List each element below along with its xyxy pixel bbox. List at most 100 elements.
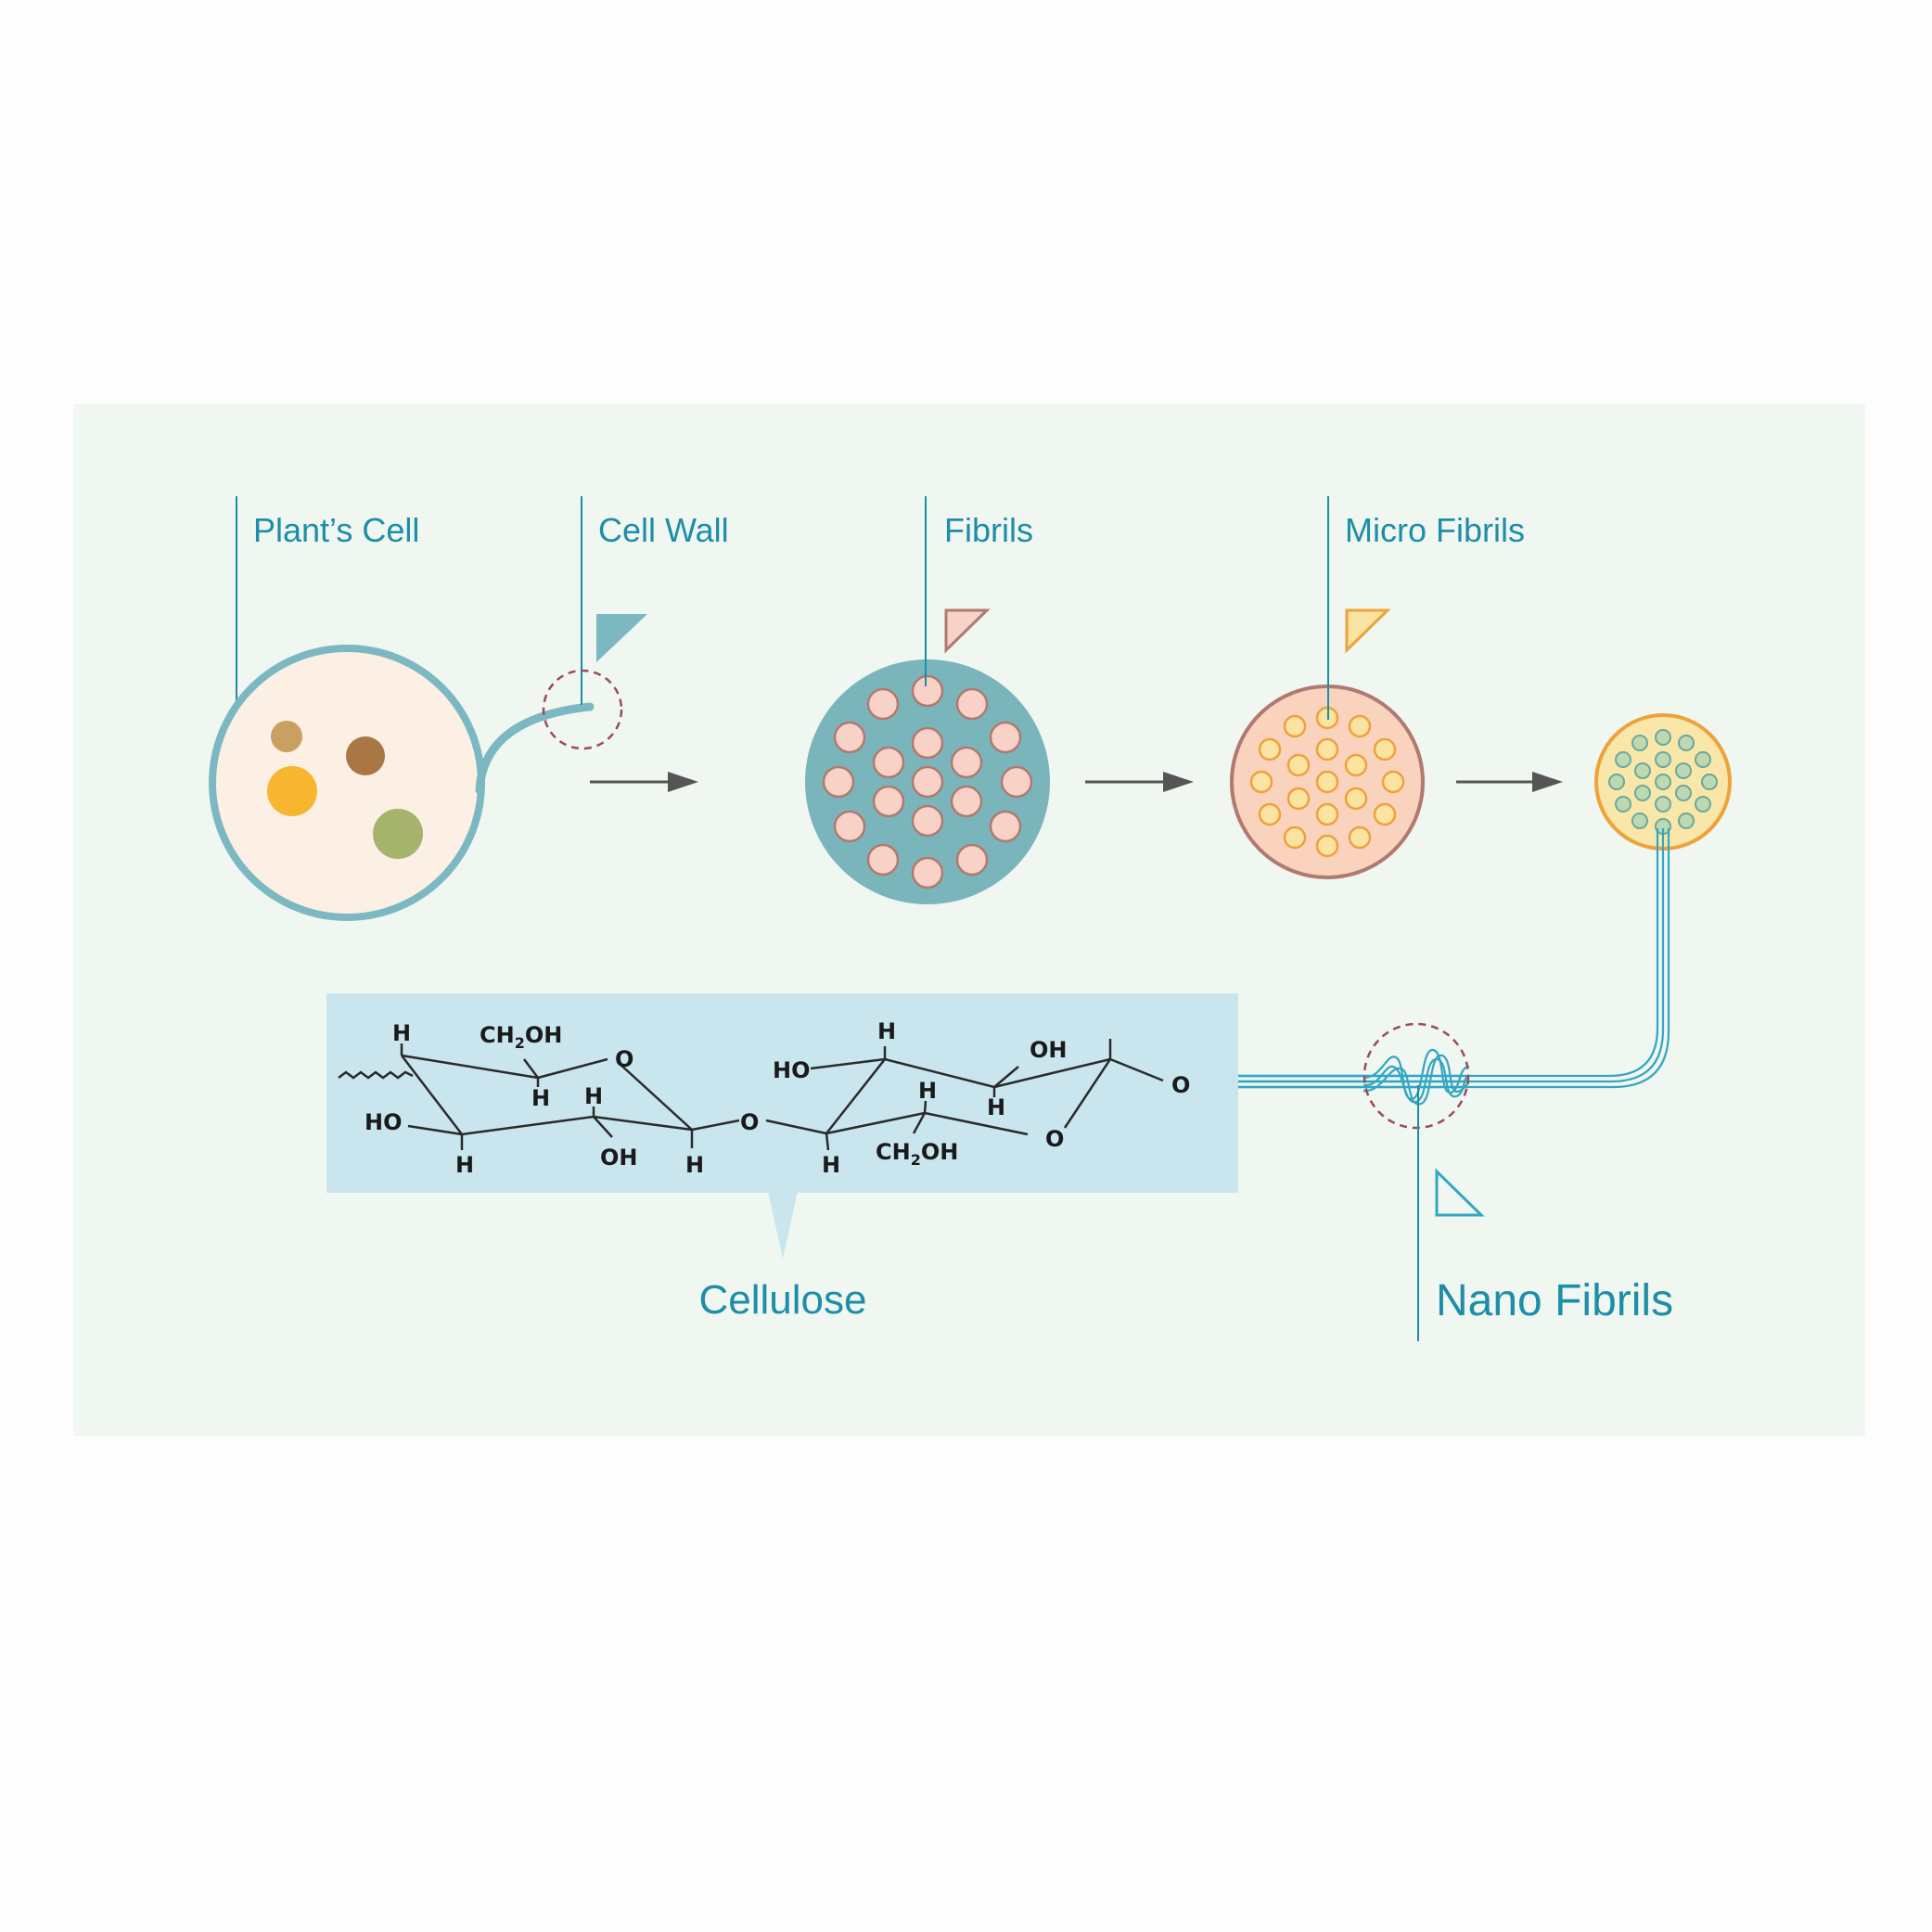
atom-o-terminal: O — [1171, 1072, 1190, 1098]
fibrils-stage: Fibrils — [805, 496, 1050, 904]
fibril-dot — [833, 810, 866, 843]
nano-fibril-dot — [1631, 735, 1648, 751]
fibril-dot — [911, 804, 944, 838]
fibril-dot — [989, 810, 1022, 843]
micro-fibril-dot — [1373, 802, 1397, 826]
micro-fibril-dot — [1315, 802, 1339, 826]
nano-fibril-dot — [1695, 751, 1711, 768]
nano-fiber-strands — [1200, 828, 1670, 1089]
organelle-green — [373, 809, 423, 859]
atom-o-ring-1: O — [615, 1046, 633, 1072]
nano-fibril-dot — [1701, 774, 1718, 790]
cell-wall-triangle-icon — [596, 614, 647, 662]
fibril-dot — [866, 687, 900, 721]
atom-h: H — [455, 1152, 474, 1178]
nano-fibril-dot — [1678, 735, 1695, 751]
plant-cell-circle — [209, 645, 485, 921]
nano-fibril-dot — [1675, 785, 1692, 801]
nano-fibrils-label: Nano Fibrils — [1436, 1276, 1673, 1325]
micro-fibril-dot — [1286, 787, 1311, 811]
atom-h: H — [685, 1152, 704, 1178]
nano-zoom-circle — [1363, 1022, 1470, 1130]
nano-fibril-dot — [1615, 751, 1631, 768]
fibril-dot — [955, 687, 989, 721]
atom-h: H — [584, 1083, 603, 1109]
cell-wall-zoom-circle — [542, 669, 623, 750]
fibril-dot — [866, 843, 900, 876]
fibril-dot — [1000, 765, 1033, 799]
micro-fibril-dot — [1286, 753, 1311, 777]
atom-h: H — [822, 1152, 840, 1178]
nano-fibril-dot — [1655, 729, 1671, 746]
plant-cell-label: Plant’s Cell — [253, 511, 419, 549]
fibril-dot — [950, 785, 983, 818]
fibril-dot — [911, 765, 944, 799]
micro-fibril-dot — [1258, 802, 1282, 826]
organelle-yellow — [267, 766, 317, 816]
fibril-dots — [822, 674, 1033, 889]
micro-fibril-dot — [1315, 770, 1339, 794]
micro-fibril-dot — [1283, 714, 1307, 738]
fibril-dot — [911, 856, 944, 889]
cellulose-structure-atoms: H CH2OH H O H HO H OH H O HO H H H CH2OH… — [365, 1018, 1190, 1178]
micro-fibril-dot — [1373, 737, 1397, 761]
fibrils-triangle-icon — [944, 608, 991, 654]
atom-h: H — [877, 1018, 896, 1044]
organelle-brown — [346, 736, 385, 775]
fibril-dot — [822, 765, 855, 799]
nano-fibril-dot — [1655, 774, 1671, 790]
nano-fibril-dot — [1634, 785, 1651, 801]
fibril-dot — [833, 721, 866, 754]
atom-h: H — [918, 1078, 937, 1104]
cellulose-structure-bonds — [338, 1039, 1164, 1151]
cellulose-callout-pointer — [768, 1192, 798, 1259]
cellulose-box — [326, 993, 1238, 1193]
nano-fibrils-zoom: Nano Fibrils — [1363, 1022, 1673, 1341]
nano-fibril-dot — [1695, 796, 1711, 812]
arrow-1 — [590, 772, 698, 792]
atom-h: H — [531, 1085, 550, 1111]
atom-oh-2: OH — [1030, 1037, 1068, 1063]
nano-fibril-dot — [1675, 762, 1692, 779]
plant-cell-stage: Plant’s Cell — [209, 496, 595, 921]
micro-fibril-dot — [1344, 787, 1368, 811]
micro-fibril-dot — [1315, 737, 1339, 761]
micro-fibril-dot — [1381, 770, 1405, 794]
cell-wall-stage: Cell Wall — [542, 496, 729, 750]
micro-fibril-dots — [1249, 706, 1405, 858]
atom-ho-2: HO — [773, 1057, 811, 1083]
fibril-dot — [955, 843, 989, 876]
atom-ho-1: HO — [365, 1109, 403, 1135]
micro-fibril-dot — [1283, 825, 1307, 850]
micro-fibrils-triangle-icon — [1345, 608, 1391, 654]
atom-ch2oh-1: CH2OH — [480, 1022, 562, 1052]
arrow-3 — [1456, 772, 1563, 792]
micro-fibril-dot — [1249, 770, 1273, 794]
arrow-2 — [1085, 772, 1194, 792]
micro-fibril-dot — [1344, 753, 1368, 777]
fibril-dot — [989, 721, 1022, 754]
fibril-dot — [872, 746, 905, 779]
fibril-dot — [911, 726, 944, 760]
fibril-dot — [872, 785, 905, 818]
atom-o-glycosidic: O — [740, 1109, 759, 1135]
fibril-dot — [911, 674, 944, 708]
organelle-tan — [271, 721, 302, 752]
nano-fibril-dot — [1634, 762, 1651, 779]
nano-fibril-dot — [1615, 796, 1631, 812]
cell-wall-extension — [475, 702, 595, 795]
atom-o-ring-2: O — [1045, 1126, 1064, 1152]
nano-fibril-dot — [1655, 796, 1671, 812]
cellulose-label: Cellulose — [699, 1277, 867, 1323]
atom-h: H — [392, 1020, 411, 1046]
nano-fibril-dot — [1631, 812, 1648, 829]
nano-fibril-dot — [1608, 774, 1625, 790]
atom-ch2oh-2: CH2OH — [876, 1139, 958, 1169]
diagram-panel — [73, 404, 1865, 1436]
nano-fibril-dot — [1655, 751, 1671, 768]
nano-fibril-dots — [1608, 729, 1718, 835]
micro-fibril-dot — [1348, 825, 1372, 850]
micro-fibril-dot — [1348, 714, 1372, 738]
atom-oh-1: OH — [600, 1145, 638, 1171]
